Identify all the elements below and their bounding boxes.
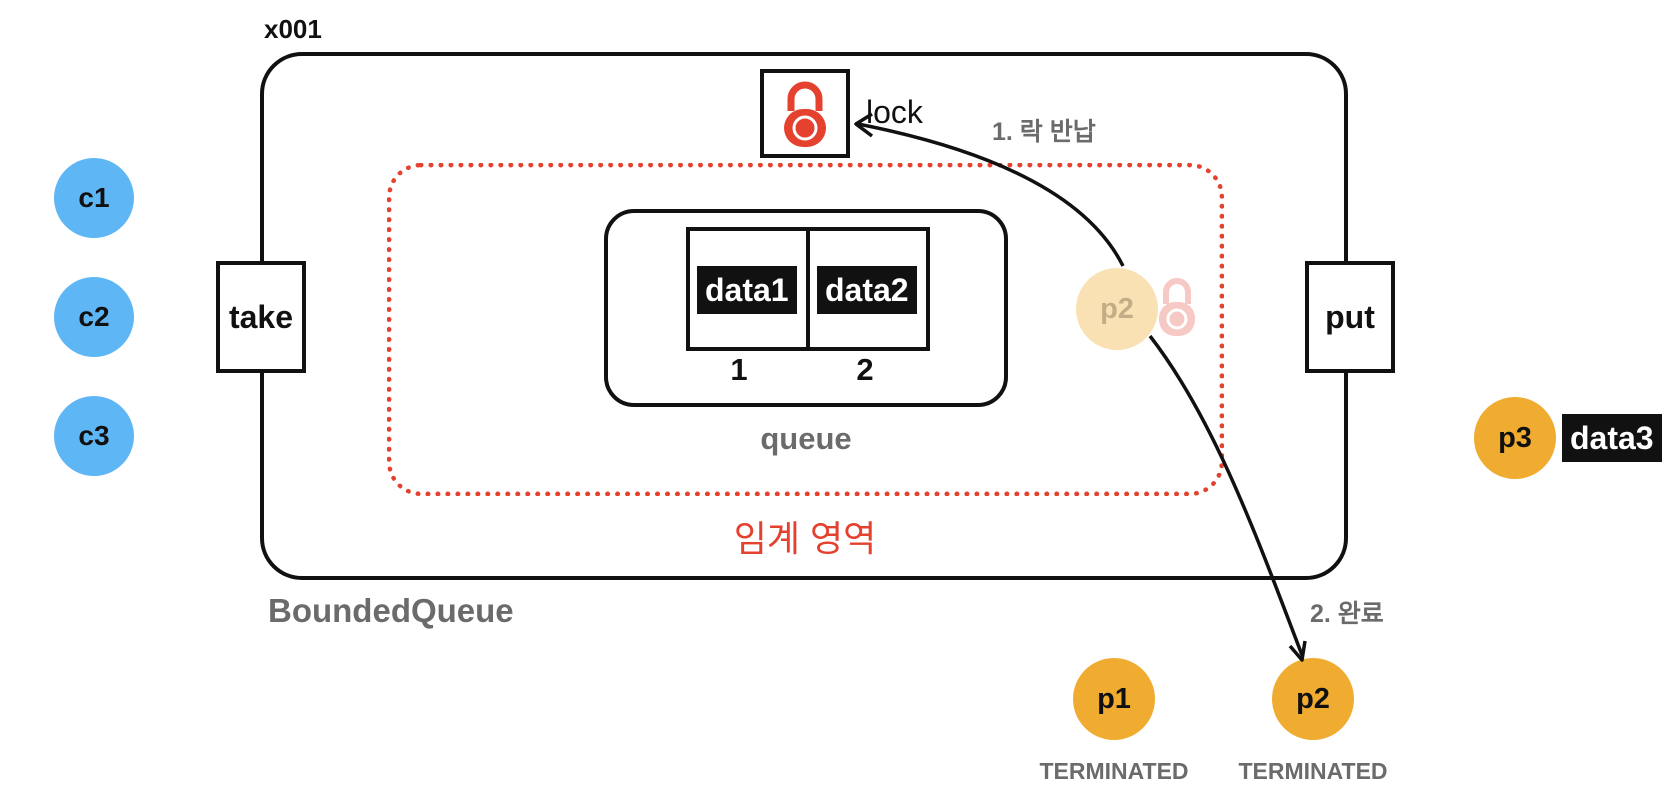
producer-thread-p1: p1 xyxy=(1073,658,1155,740)
step-2-label: 2. 완료 xyxy=(1310,600,1384,628)
padlock-icon xyxy=(784,81,826,147)
producer-thread-p3: p3 xyxy=(1474,397,1556,479)
producer-thread-p2: p2 xyxy=(1272,658,1354,740)
critical-section-label: 임계 영역 xyxy=(733,518,877,559)
producer-thread-p2-ghost: p2 xyxy=(1076,268,1158,350)
thread-state-p1: TERMINATED xyxy=(1039,758,1189,784)
lock-label: lock xyxy=(866,94,923,130)
take-method-box: take xyxy=(216,261,306,373)
queue-label: queue xyxy=(760,421,852,456)
lock-box xyxy=(760,69,850,158)
step-1-label: 1. 락 반납 xyxy=(992,118,1096,146)
queue-container xyxy=(604,209,1008,407)
queue-slot-index-2: 2 xyxy=(856,352,874,387)
thread-state-p2: TERMINATED xyxy=(1238,758,1388,784)
consumer-thread-c3: c3 xyxy=(54,396,134,476)
queue-item-data1: data1 xyxy=(697,266,797,314)
queue-slot-index-1: 1 xyxy=(730,352,748,387)
class-name-label: BoundedQueue xyxy=(268,592,514,629)
object-id-label: x001 xyxy=(264,14,322,44)
put-method-box: put xyxy=(1305,261,1395,373)
faded-padlock-icon xyxy=(1159,278,1195,336)
consumer-thread-c1: c1 xyxy=(54,158,134,238)
critical-section-region xyxy=(387,163,1224,496)
arrow-complete-head xyxy=(1288,640,1307,662)
producer-p3-data: data3 xyxy=(1562,414,1662,462)
queue-item-data2: data2 xyxy=(817,266,917,314)
consumer-thread-c2: c2 xyxy=(54,277,134,357)
